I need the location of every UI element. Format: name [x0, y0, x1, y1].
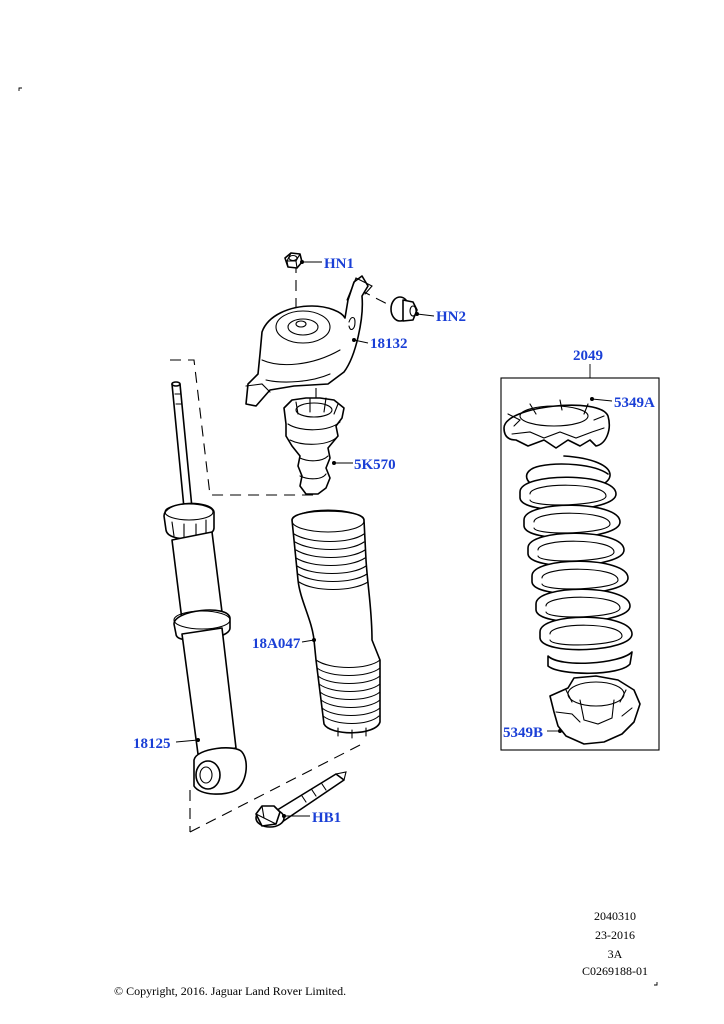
reference-line-2: 23-2016: [595, 928, 635, 942]
callout-hn2[interactable]: HN2: [436, 309, 466, 325]
callout-18a047[interactable]: 18A047: [252, 636, 301, 652]
bolt-hb1-illustration: [255, 771, 347, 828]
upper-spring-seat-illustration: [503, 399, 611, 449]
lower-spring-seat-illustration: [549, 675, 641, 745]
reference-line-4: C0269188-01: [582, 964, 648, 978]
reference-line-3: 3A: [608, 947, 623, 961]
callout-hn1[interactable]: HN1: [324, 256, 354, 272]
damper-illustration: [163, 381, 248, 795]
nut-hn1-illustration: [284, 252, 303, 269]
callout-18132[interactable]: 18132: [370, 336, 408, 352]
spring-group-box: [500, 377, 660, 751]
callout-18125[interactable]: 18125: [133, 736, 171, 752]
reference-block: 2040310 23-2016 3A C0269188-01: [582, 909, 648, 978]
bump-stop-illustration: [283, 397, 345, 495]
top-mount-illustration: [245, 275, 373, 407]
callout-5k570[interactable]: 5K570: [354, 457, 396, 473]
callout-hb1[interactable]: HB1: [312, 810, 341, 826]
coil-spring-illustration: [519, 455, 633, 675]
copyright-notice: © Copyright, 2016. Jaguar Land Rover Lim…: [114, 984, 346, 998]
callout-5349b[interactable]: 5349B: [503, 725, 543, 741]
reference-line-1: 2040310: [594, 909, 636, 923]
dust-boot-illustration: [291, 509, 381, 739]
callout-2049[interactable]: 2049: [573, 348, 603, 364]
corner-mark-top-left: [18, 87, 22, 91]
corner-mark-bottom-right: [654, 982, 658, 986]
leader-lines: [175, 260, 613, 818]
nut-hn2-illustration: [390, 296, 418, 322]
callout-5349a[interactable]: 5349A: [614, 395, 655, 411]
